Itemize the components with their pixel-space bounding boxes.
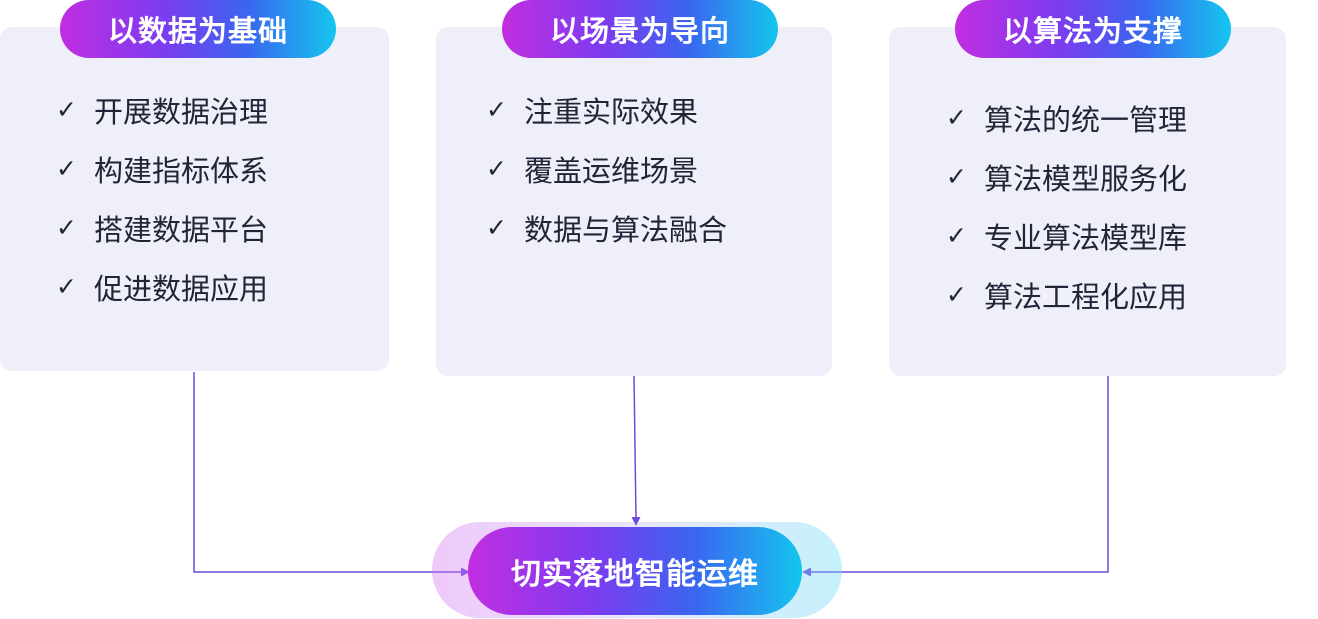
check-icon: ✓ <box>56 154 77 183</box>
card-algorithm-support <box>889 27 1286 376</box>
check-icon: ✓ <box>56 272 77 301</box>
check-icon: ✓ <box>56 213 77 242</box>
item-label: 促进数据应用 <box>94 271 269 306</box>
list-item: ✓ 专业算法模型库 <box>946 206 1187 265</box>
check-icon: ✓ <box>486 213 507 242</box>
list-item: ✓ 覆盖运维场景 <box>486 139 727 198</box>
item-label: 构建指标体系 <box>94 153 269 188</box>
list-item: ✓ 搭建数据平台 <box>56 198 268 257</box>
list-item: ✓ 算法工程化应用 <box>946 265 1187 324</box>
check-icon: ✓ <box>946 103 967 132</box>
item-label: 算法工程化应用 <box>984 279 1188 314</box>
item-label: 算法的统一管理 <box>984 102 1188 137</box>
card-scenario-oriented <box>436 27 832 376</box>
list-item: ✓ 算法的统一管理 <box>946 88 1187 147</box>
item-label: 注重实际效果 <box>524 94 699 129</box>
check-icon: ✓ <box>56 95 77 124</box>
title-pill-algorithm-support: 以算法为支撑 <box>955 0 1231 58</box>
check-icon: ✓ <box>486 154 507 183</box>
list-item: ✓ 注重实际效果 <box>486 80 727 139</box>
list-item: ✓ 算法模型服务化 <box>946 147 1187 206</box>
item-label: 算法模型服务化 <box>984 161 1188 196</box>
item-label: 开展数据治理 <box>94 94 269 129</box>
check-icon: ✓ <box>946 280 967 309</box>
connector-left <box>193 372 462 573</box>
connector-middle <box>633 375 637 519</box>
arrowhead-right <box>802 567 811 577</box>
item-label: 专业算法模型库 <box>984 220 1188 255</box>
check-icon: ✓ <box>946 162 967 191</box>
card-data-foundation <box>0 27 389 371</box>
list-item: ✓ 开展数据治理 <box>56 80 268 139</box>
list-algorithm-support: ✓ 算法的统一管理 ✓ 算法模型服务化 ✓ 专业算法模型库 ✓ 算法工程化应用 <box>946 88 1187 324</box>
item-label: 搭建数据平台 <box>94 212 269 247</box>
list-scenario-oriented: ✓ 注重实际效果 ✓ 覆盖运维场景 ✓ 数据与算法融合 <box>486 80 727 257</box>
list-item: ✓ 构建指标体系 <box>56 139 268 198</box>
check-icon: ✓ <box>486 95 507 124</box>
title-pill-data-foundation: 以数据为基础 <box>60 0 336 58</box>
arrowhead-middle <box>631 517 641 526</box>
item-label: 数据与算法融合 <box>524 212 728 247</box>
list-item: ✓ 数据与算法融合 <box>486 198 727 257</box>
item-label: 覆盖运维场景 <box>524 153 699 188</box>
list-item: ✓ 促进数据应用 <box>56 257 268 316</box>
connector-right <box>810 376 1109 573</box>
arrowhead-left <box>461 567 470 577</box>
list-data-foundation: ✓ 开展数据治理 ✓ 构建指标体系 ✓ 搭建数据平台 ✓ 促进数据应用 <box>56 80 268 316</box>
title-pill-scenario-oriented: 以场景为导向 <box>502 0 778 58</box>
check-icon: ✓ <box>946 221 967 250</box>
result-pill: 切实落地智能运维 <box>468 527 802 615</box>
